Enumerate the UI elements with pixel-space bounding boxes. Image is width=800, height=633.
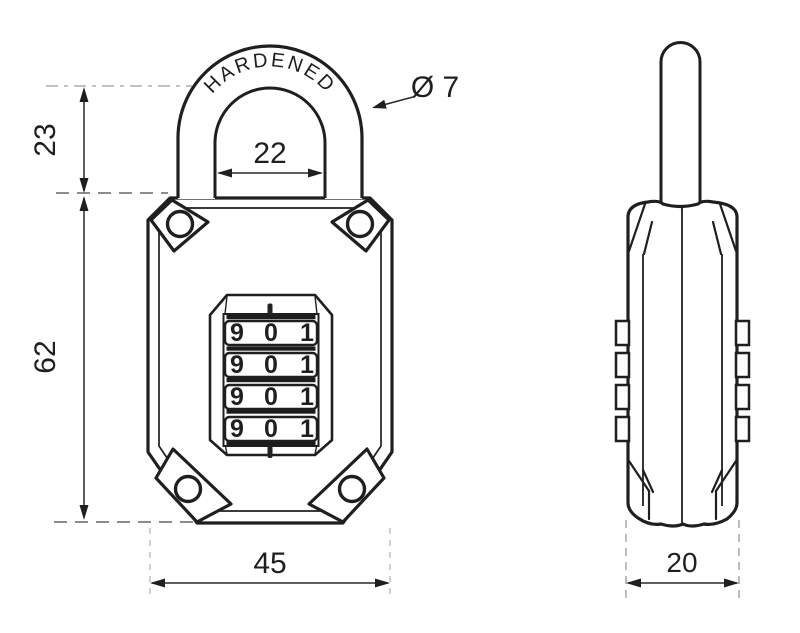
- arrowhead-up: [79, 196, 89, 211]
- dial-digit[interactable]: 0: [264, 415, 278, 443]
- dial-separator-bar: [226, 346, 316, 351]
- dimension-body-height: 62: [29, 196, 89, 520]
- shackle-outer-outline: [176, 44, 364, 198]
- arrowhead-right: [308, 168, 323, 178]
- dimension-annotations: 23 62 22 45 20: [29, 71, 739, 588]
- arrowhead-down: [79, 178, 89, 193]
- dimension-shackle-height: 23: [29, 87, 89, 193]
- dial-digit[interactable]: 0: [264, 383, 278, 411]
- rivet-bottom-right: [337, 474, 367, 504]
- dial-row[interactable]: [223, 319, 319, 347]
- wheel-edge-left[interactable]: [614, 415, 631, 443]
- dial-panel: 9 0 1 9 0 1 9 0 1 9 0 1: [208, 293, 334, 458]
- dial-index-mark-top: [267, 303, 273, 315]
- dim-label-shackle-height: 23: [29, 123, 62, 156]
- dim-label-body-width: 45: [253, 547, 286, 580]
- wheel-edge-left[interactable]: [614, 383, 631, 411]
- wheel-edge-right[interactable]: [734, 383, 751, 411]
- dimension-body-width: 45: [150, 547, 390, 588]
- dial-digit[interactable]: 1: [300, 383, 314, 411]
- side-body-chamfer-lines: [627, 202, 738, 521]
- dial-digit[interactable]: 1: [300, 415, 314, 443]
- arrowhead-right: [375, 578, 390, 588]
- side-dial-wheel-edges: [614, 319, 751, 443]
- dial-index-mark-bottom: [267, 446, 273, 458]
- dim-label-body-depth: 20: [666, 547, 697, 578]
- wheel-edge-right[interactable]: [734, 351, 751, 379]
- dimension-body-depth: 20: [626, 547, 739, 588]
- rivet-top-left: [165, 209, 195, 239]
- dim-label-shackle-inner-width: 22: [253, 137, 286, 170]
- arrowhead-left: [626, 578, 641, 588]
- wheel-edge-left[interactable]: [614, 351, 631, 379]
- arrowhead-down: [79, 505, 89, 520]
- dial-panel-bevel-lines: [224, 295, 318, 455]
- wheel-edge-right[interactable]: [734, 415, 751, 443]
- front-view: 9 0 1 9 0 1 9 0 1 9 0 1: [146, 44, 394, 525]
- dial-digit[interactable]: 9: [230, 351, 244, 379]
- shackle-fill: [178, 46, 362, 199]
- corner-plates: [149, 198, 391, 524]
- dim-label-body-height: 62: [29, 340, 62, 373]
- dial-digit[interactable]: 9: [230, 383, 244, 411]
- shackle-inner-outline: [213, 86, 327, 198]
- arrowhead-leader: [372, 99, 387, 109]
- arrowhead-right: [724, 578, 739, 588]
- arrowhead-left: [150, 578, 165, 588]
- dimension-shackle-diameter: Ø 7: [372, 71, 459, 109]
- wheel-edge-right[interactable]: [734, 319, 751, 347]
- dial-digit[interactable]: 1: [300, 351, 314, 379]
- dial-row[interactable]: [223, 415, 319, 443]
- arrowhead-up: [79, 87, 89, 102]
- datum-lines: [46, 85, 740, 600]
- wheel-edge-left[interactable]: [614, 319, 631, 347]
- rivet-top-right: [345, 209, 375, 239]
- dial-digit[interactable]: 0: [264, 351, 278, 379]
- side-view: [614, 41, 751, 528]
- dial-separator-bar: [226, 409, 316, 414]
- dial-digit[interactable]: 0: [264, 319, 278, 347]
- dial-digit[interactable]: 1: [300, 319, 314, 347]
- side-shackle-rod: [659, 41, 702, 206]
- dial-rows: 9 0 1 9 0 1 9 0 1 9 0 1: [223, 319, 319, 443]
- rivet-bottom-left: [173, 474, 203, 504]
- arrowhead-left: [217, 168, 232, 178]
- dial-digit[interactable]: 9: [230, 319, 244, 347]
- dial-separator-bar: [226, 315, 316, 320]
- dial-row[interactable]: [223, 351, 319, 379]
- dial-row[interactable]: [223, 383, 319, 411]
- shackle: HARDENED: [176, 44, 364, 199]
- side-body-inner-lines: [642, 254, 723, 506]
- dial-separator-bar: [226, 441, 316, 446]
- dial-separator-bar: [226, 378, 316, 383]
- dimension-shackle-inner-width: 22: [217, 137, 323, 178]
- dial-digit[interactable]: 9: [230, 415, 244, 443]
- dim-label-shackle-diameter: Ø 7: [411, 71, 459, 104]
